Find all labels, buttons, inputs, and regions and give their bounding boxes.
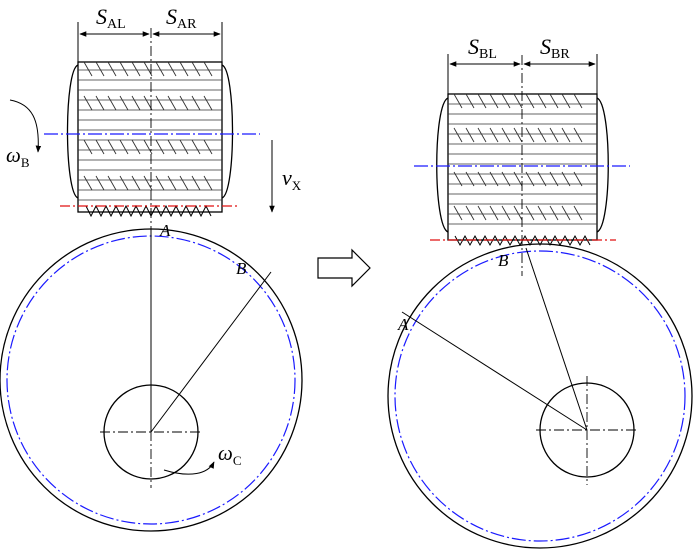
left-radius-b: [150, 271, 272, 433]
right-roller-threads: [448, 93, 597, 225]
left-roller-teeth: [85, 204, 212, 218]
right-workpiece-pitch-circle: [394, 250, 686, 542]
left-omega-b-label: ωB: [6, 143, 30, 170]
left-view: SAL SAR ωB vX A B ωC: [0, 4, 303, 532]
left-dimensions: SAL SAR: [77, 4, 223, 62]
right-radius-b: [525, 247, 588, 431]
left-roller-threads: [78, 61, 222, 201]
right-radius-a: [401, 311, 588, 431]
left-point-a: A: [159, 221, 171, 240]
transition-arrow: [317, 248, 371, 288]
right-roller-cap-left: [436, 97, 449, 233]
left-omega-c-arrow: [163, 461, 215, 475]
left-omega-b-arrow: [9, 99, 42, 153]
left-dim-ar-label: SAR: [166, 4, 197, 32]
left-dim-al-label: SAL: [96, 4, 126, 32]
left-roller-cap-left: [66, 64, 79, 199]
left-roller-body: [77, 61, 223, 213]
left-point-b: B: [236, 259, 247, 278]
right-dimensions: SBL SBR: [447, 34, 598, 94]
right-point-a: A: [397, 315, 409, 334]
left-roller-tool: [44, 28, 260, 230]
left-workpiece: [0, 228, 303, 532]
right-roller-cap-right: [596, 97, 609, 233]
right-dim-br-label: SBR: [540, 34, 570, 62]
right-roller-tool: [414, 55, 630, 276]
right-workpiece: [387, 243, 693, 549]
right-view: SBL SBR B A: [387, 34, 693, 549]
left-omega-c-label: ωC: [218, 441, 242, 468]
right-roller-body: [447, 93, 598, 241]
left-roller-cap-right: [221, 64, 234, 199]
left-vx-label: vX: [282, 165, 302, 193]
right-point-b: B: [498, 251, 509, 270]
right-dim-bl-label: SBL: [468, 34, 497, 62]
